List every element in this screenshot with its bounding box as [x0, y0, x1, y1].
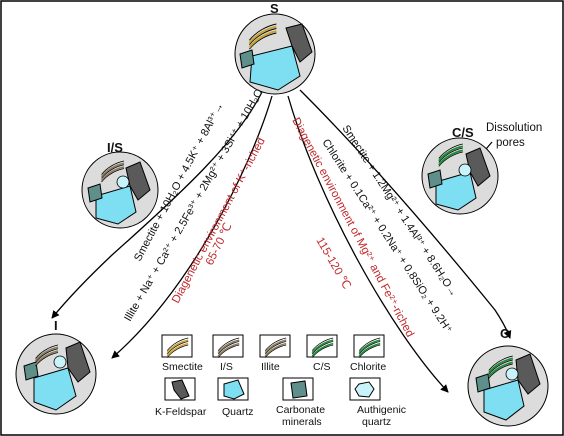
legend-authigenic-label-1: Authigenic: [357, 404, 406, 416]
carbonate-grain: [239, 49, 255, 69]
dissolution-label-line1: Dissolution: [486, 122, 542, 134]
authigenic-quartz-icon: [354, 381, 375, 398]
arrow-s-to-c-inner: [287, 95, 449, 393]
arrow-s-to-i: [51, 91, 263, 319]
legend-cs: C/S: [306, 334, 338, 373]
node-i-label: I: [54, 318, 58, 333]
legend-carbonate-label-2: minerals: [282, 416, 322, 428]
legend-chlorite: Chlorite: [350, 334, 386, 373]
legend: Smectite I/S Illite C/S Chlorite K-Felds…: [155, 334, 406, 428]
legend-illite-label: Illite: [261, 361, 280, 373]
node-is: I/S: [81, 140, 159, 229]
legend-authigenic-label-2: quartz: [362, 416, 391, 428]
feldspar-grain: [65, 341, 91, 383]
node-c-label: C: [500, 326, 510, 341]
carbonate-grain: [427, 169, 443, 189]
dissolution-label-line2: pores: [496, 137, 525, 149]
node-s: S: [234, 1, 316, 95]
legend-chlorite-label: Chlorite: [350, 361, 386, 373]
legend-kfeldspar: K-Feldspar: [155, 377, 207, 418]
carbonate-icon: [290, 380, 308, 399]
legend-quartz: Quartz: [217, 377, 254, 418]
node-cs: C/S: [421, 125, 499, 215]
carbonate-grain: [87, 183, 103, 203]
authigenic-quartz: [505, 367, 519, 381]
legend-smectite: Smectite: [161, 334, 203, 373]
feldspar-grain: [285, 23, 313, 63]
legend-carbonate-label-1: Carbonate: [276, 404, 325, 416]
authigenic-quartz: [53, 355, 67, 369]
legend-kfeldspar-label: K-Feldspar: [155, 406, 207, 418]
quartz-grain: [33, 367, 77, 411]
authigenic-quartz: [458, 163, 472, 177]
legend-smectite-label: Smectite: [162, 361, 203, 373]
legend-authigenic: Authigenic quartz: [349, 377, 406, 428]
legend-illite: Illite: [259, 334, 291, 373]
legend-is-label: I/S: [220, 361, 233, 373]
node-c: C: [467, 326, 549, 427]
carbonate-grain: [23, 361, 39, 381]
node-s-label: S: [270, 1, 279, 16]
node-i: I: [15, 318, 97, 415]
node-is-label: I/S: [107, 140, 123, 155]
legend-is: I/S: [212, 334, 244, 373]
feldspar-grain: [125, 161, 151, 201]
quartz-grain: [483, 379, 525, 421]
arrow-s-to-c: [299, 89, 512, 339]
authigenic-quartz: [116, 175, 130, 189]
quartz-grain: [249, 45, 301, 91]
mgfe-temperature-label: 115-120 ℃: [313, 236, 352, 292]
carbonate-grain: [475, 373, 491, 393]
legend-carbonate: Carbonate minerals: [276, 377, 325, 428]
feldspar-icon: [171, 379, 190, 400]
legend-quartz-label: Quartz: [222, 406, 254, 418]
quartz-icon: [223, 379, 245, 400]
arrow-s-to-i-inner: [111, 95, 273, 359]
legend-cs-label: C/S: [313, 361, 331, 373]
node-cs-label: C/S: [452, 125, 474, 140]
